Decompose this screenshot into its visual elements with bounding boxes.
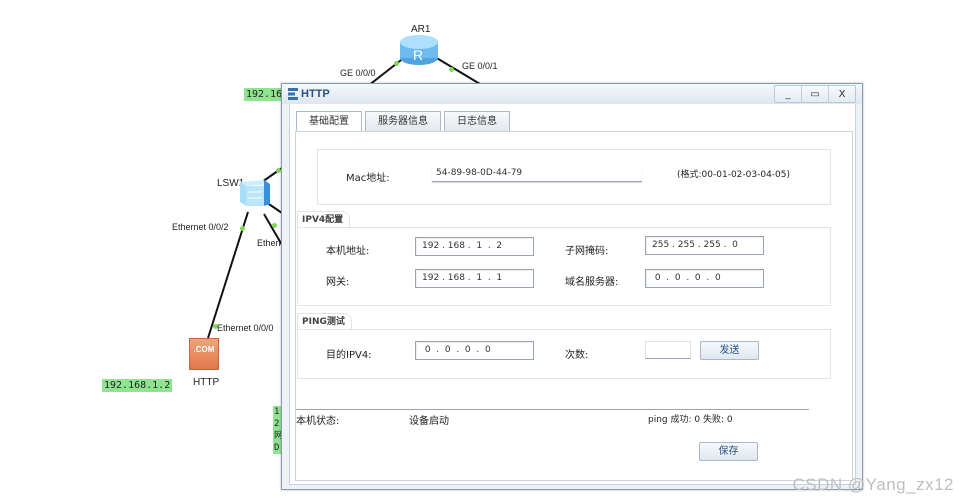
switch-icon[interactable] [236,176,272,208]
partial-ip-tag: 1 2 网 D [273,406,284,454]
ping-group: 目的IPV4: 0 . 0 . 0 . 0 次数: 发送 [297,329,831,379]
window-client-area: 基础配置 服务器信息 日志信息 Mac地址: 54-89-98-0D-44-79… [289,104,856,485]
tag-line: 2 [274,419,280,429]
tab-bar: 基础配置 服务器信息 日志信息 [296,111,513,131]
link-endpoint-dot [272,223,277,228]
ping-dest-input[interactable]: 0 . 0 . 0 . 0 [415,341,534,360]
switch-name: LSW1 [217,178,245,189]
ping-count-input[interactable] [645,341,691,359]
ping-dest-label: 目的IPV4: [326,350,372,361]
switch-port-right-label: Ethern [257,238,284,248]
ip-tag: 192.16 [244,88,285,101]
watermark: CSDN @Yang_zx12 [792,475,954,494]
device-status-value: 设备启动 [409,416,449,427]
device-status-label: 本机状态: [296,416,340,427]
link-endpoint-dot [240,226,245,231]
switch-port-left-label: Ethernet 0/0/2 [172,222,229,232]
tag-line: D [274,443,280,453]
status-divider [296,409,809,410]
mac-label: Mac地址: [346,173,390,184]
dns-server-input[interactable]: 0 . 0 . 0 . 0 [645,269,764,288]
mac-format-hint: (格式:00-01-02-03-04-05) [677,170,791,180]
app-icon [288,88,298,100]
subnet-mask-input[interactable]: 255 . 255 . 255 . 0 [645,236,764,255]
link-endpoint-dot [449,67,454,72]
ipv4-section-title: IPV4配置 [297,211,351,228]
mac-address-input[interactable]: 54-89-98-0D-44-79 [432,164,642,182]
server-name: HTTP [193,377,220,388]
link-endpoint-dot [276,168,281,173]
server-icon-text: .COM [193,345,215,354]
http-config-window: HTTP _ ▭ X 基础配置 服务器信息 日志信息 Mac地址: 54-89-… [281,83,863,490]
gateway-label: 网关: [326,277,350,288]
svg-text:R: R [413,47,423,63]
ipv4-group: 本机地址: 192 . 168 . 1 . 2 子网掩码: 255 . 255 … [297,227,831,306]
dns-server-label: 域名服务器: [565,277,619,288]
tag-line: 1 [274,407,280,417]
local-ip-input[interactable]: 192 . 168 . 1 . 2 [415,237,534,256]
ping-result-text: ping 成功: 0 失败: 0 [648,415,733,425]
tab-server-info[interactable]: 服务器信息 [365,111,441,131]
close-button[interactable]: X [828,86,855,102]
window-title: HTTP [301,88,330,100]
ping-section-title: PING测试 [297,313,352,330]
tab-log-info[interactable]: 日志信息 [444,111,510,131]
tag-line: 网 [274,431,284,441]
window-titlebar[interactable]: HTTP _ ▭ X [282,84,862,104]
window-controls: _ ▭ X [774,85,856,103]
tab-basic-config[interactable]: 基础配置 [296,111,362,131]
save-button[interactable]: 保存 [699,442,758,461]
link-endpoint-dot [394,61,399,66]
subnet-mask-label: 子网掩码: [565,246,609,257]
basic-config-panel: Mac地址: 54-89-98-0D-44-79 (格式:00-01-02-03… [295,131,853,481]
gateway-input[interactable]: 192 . 168 . 1 . 1 [415,269,534,288]
minimize-button[interactable]: _ [785,88,791,100]
local-ip-label: 本机地址: [326,246,370,257]
link-endpoint-dot [213,324,218,329]
ip-tag: 192.168.1.2 [102,379,173,392]
router-port-left-label: GE 0/0/0 [340,68,376,78]
maximize-button[interactable]: ▭ [801,86,828,102]
server-icon[interactable]: .COM [189,338,219,370]
router-name: AR1 [411,24,431,35]
server-port-label: Ethernet 0/0/0 [217,323,274,333]
send-ping-button[interactable]: 发送 [700,341,759,360]
mac-group: Mac地址: 54-89-98-0D-44-79 (格式:00-01-02-03… [317,149,831,205]
ping-count-label: 次数: [565,350,589,361]
router-port-right-label: GE 0/0/1 [462,61,498,71]
router-icon[interactable]: R [399,34,439,66]
